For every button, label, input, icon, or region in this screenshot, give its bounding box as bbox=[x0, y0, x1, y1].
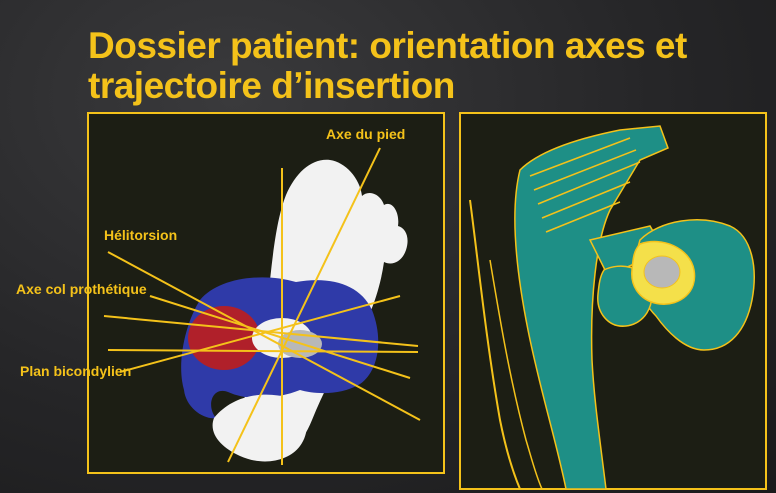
right-panel bbox=[460, 113, 766, 489]
label-bicondylar-plane: Plan bicondylien bbox=[20, 363, 131, 379]
label-prosthetic-neck-axis: Axe col prothétique bbox=[16, 281, 147, 297]
left-panel: Axe du pied Hélitorsion Axe col prothéti… bbox=[16, 113, 444, 473]
femoral-head bbox=[644, 256, 680, 288]
label-helitorsion: Hélitorsion bbox=[104, 227, 177, 243]
condyle-red bbox=[188, 306, 260, 370]
label-foot-axis: Axe du pied bbox=[326, 126, 405, 142]
